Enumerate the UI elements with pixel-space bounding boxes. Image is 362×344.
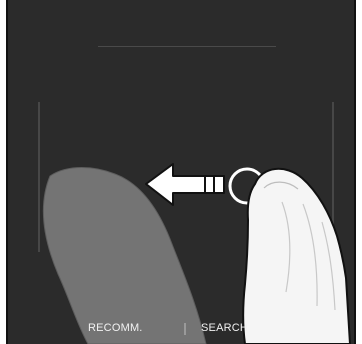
- finger-icon: [243, 169, 350, 344]
- remote-button-labels: RECOMM. SEARCH: [0, 322, 362, 342]
- search-button-label: SEARCH: [201, 322, 248, 334]
- label-separator: [184, 323, 186, 335]
- recommend-button-label: RECOMM.: [88, 322, 143, 334]
- left-arrow-icon: [146, 164, 224, 205]
